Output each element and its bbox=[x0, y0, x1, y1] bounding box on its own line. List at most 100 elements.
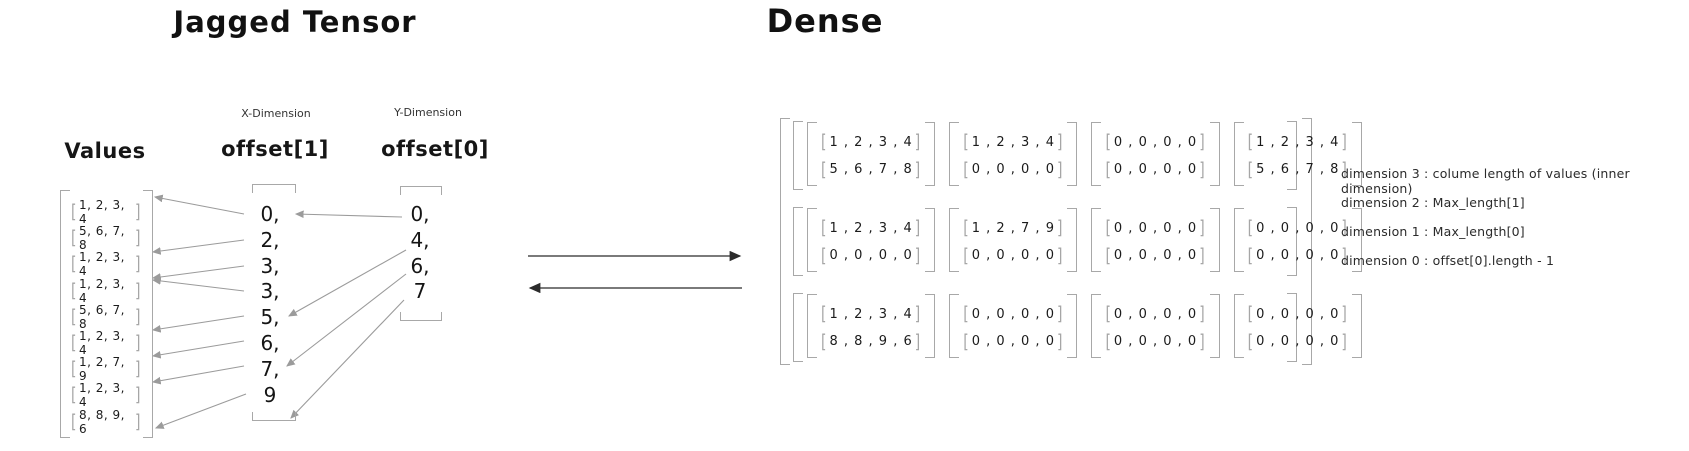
open-bracket: [ bbox=[1105, 303, 1112, 326]
open-bracket: [ bbox=[1247, 330, 1255, 353]
matrix-left-bracket bbox=[1233, 208, 1244, 272]
matrix-row-text: 0 , 0 , 0 , 0 bbox=[829, 248, 913, 264]
conversion-arrows bbox=[528, 250, 742, 294]
matrix-row-text: 0 , 0 , 0 , 0 bbox=[1256, 220, 1340, 236]
matrix-right-bracket bbox=[1209, 122, 1220, 186]
matrix-row: [0 , 0 , 0 , 0] bbox=[1103, 304, 1207, 326]
matrix-row-text: 5 , 6 , 7 , 8 bbox=[1256, 162, 1340, 178]
matrix-right-bracket bbox=[925, 122, 936, 186]
matrix-row-text: 0 , 0 , 0 , 0 bbox=[971, 248, 1055, 264]
offset0-column-header: offset[0] bbox=[381, 137, 489, 161]
dense-title: Dense bbox=[766, 2, 884, 40]
close-bracket: ] bbox=[135, 410, 141, 433]
values-row: [1, 2, 3, 4] bbox=[69, 381, 143, 409]
matrix-row-text: 1 , 2 , 3 , 4 bbox=[971, 134, 1055, 150]
dense-matrix: [1 , 2 , 3 , 4] [5 , 6 , 7 , 8] bbox=[1233, 121, 1362, 191]
matrix-right-bracket bbox=[1067, 122, 1078, 186]
offset1-entry: 0, bbox=[260, 202, 280, 226]
matrix-row: [1 , 2 , 7 , 9] bbox=[961, 218, 1065, 240]
group-left-bracket bbox=[793, 293, 803, 362]
dense-tensor: [1 , 2 , 3 , 4] [5 , 6 , 7 , 8] [1 , 2 ,… bbox=[780, 118, 1362, 366]
close-bracket: ] bbox=[135, 227, 141, 250]
close-bracket: ] bbox=[1199, 131, 1206, 154]
close-bracket: ] bbox=[1341, 158, 1348, 181]
matrix-left-bracket bbox=[949, 122, 960, 186]
matrix-row-text: 1 , 2 , 3 , 4 bbox=[829, 306, 913, 322]
values-row: [1, 2, 3, 4] bbox=[69, 198, 143, 227]
values-right-bracket bbox=[143, 190, 153, 438]
matrix-left-bracket bbox=[949, 294, 960, 358]
matrix-row: [1 , 2 , 3 , 4] bbox=[961, 132, 1065, 154]
open-bracket: [ bbox=[963, 131, 970, 154]
dense-groups: [1 , 2 , 3 , 4] [5 , 6 , 7 , 8] [1 , 2 ,… bbox=[793, 121, 1362, 363]
close-bracket: ] bbox=[1341, 244, 1348, 267]
dense-matrix: [0 , 0 , 0 , 0] [0 , 0 , 0 , 0] bbox=[949, 293, 1078, 363]
annotation-dimension-3: dimension 3 : colume length of values (i… bbox=[1341, 166, 1630, 196]
open-bracket: [ bbox=[963, 330, 970, 353]
matrix-row-text: 0 , 0 , 0 , 0 bbox=[1256, 248, 1340, 264]
matrix-right-bracket bbox=[1351, 122, 1362, 186]
open-bracket: [ bbox=[71, 306, 77, 328]
matrix-row: [0 , 0 , 0 , 0] bbox=[961, 304, 1065, 326]
dense-group-2: [1 , 2 , 3 , 4] [8 , 8 , 9 , 6] [0 , 0 ,… bbox=[793, 293, 1362, 363]
values-row: [1, 2, 7, 9] bbox=[69, 355, 143, 383]
offset1-entry: 7, bbox=[260, 356, 280, 381]
matrix-row: [1 , 2 , 3 , 4] bbox=[819, 218, 923, 240]
values-row: [8, 8, 9, 6] bbox=[69, 408, 143, 436]
group-right-bracket bbox=[1287, 207, 1297, 276]
values-row: [1, 2, 3, 4] bbox=[69, 277, 143, 305]
close-bracket: ] bbox=[1199, 303, 1206, 326]
close-bracket: ] bbox=[1056, 244, 1064, 267]
annotation-dimension-0: dimension 0 : offset[0].length - 1 bbox=[1341, 253, 1555, 268]
open-bracket: [ bbox=[1105, 330, 1112, 353]
close-bracket: ] bbox=[914, 330, 922, 353]
matrix-left-bracket bbox=[807, 208, 817, 272]
dense-matrix: [0 , 0 , 0 , 0] [0 , 0 , 0 , 0] bbox=[1233, 207, 1362, 277]
close-bracket: ] bbox=[1199, 158, 1206, 181]
open-bracket: [ bbox=[821, 303, 828, 326]
offset1-bottom-bracket bbox=[252, 412, 296, 421]
values-row-text: 5, 6, 7, 8 bbox=[78, 302, 125, 331]
matrix-row: [1 , 2 , 3 , 4] bbox=[819, 132, 923, 154]
dense-outer-right-bracket bbox=[1302, 118, 1312, 365]
open-bracket: [ bbox=[1247, 303, 1255, 326]
matrix-row: [0 , 0 , 0 , 0] bbox=[1103, 158, 1207, 181]
open-bracket: [ bbox=[1105, 158, 1112, 181]
open-bracket: [ bbox=[71, 332, 77, 354]
close-bracket: ] bbox=[135, 306, 141, 328]
open-bracket: [ bbox=[821, 244, 828, 267]
open-bracket: [ bbox=[821, 131, 828, 154]
matrix-row: [0 , 0 , 0 , 0] bbox=[1103, 245, 1207, 267]
values-row: [1, 2, 3, 4] bbox=[69, 329, 143, 357]
dense-matrix: [1 , 2 , 7 , 9] [0 , 0 , 0 , 0] bbox=[949, 207, 1078, 277]
offset1-column-header: offset[1] bbox=[221, 137, 329, 161]
open-bracket: [ bbox=[1105, 131, 1112, 154]
open-bracket: [ bbox=[821, 217, 828, 240]
offset0-entry: 0, bbox=[410, 202, 430, 226]
matrix-row: [0 , 0 , 0 , 0] bbox=[1103, 132, 1207, 154]
matrix-right-bracket bbox=[1209, 294, 1220, 358]
matrix-row-text: 1 , 2 , 3 , 4 bbox=[829, 220, 913, 236]
matrix-right-bracket bbox=[1067, 208, 1078, 272]
offset0-top-bracket bbox=[400, 186, 442, 195]
open-bracket: [ bbox=[1247, 131, 1255, 154]
close-bracket: ] bbox=[1341, 303, 1348, 326]
offset0-entry: 4, bbox=[410, 227, 430, 252]
close-bracket: ] bbox=[1199, 330, 1206, 353]
matrix-row-text: 0 , 0 , 0 , 0 bbox=[971, 306, 1055, 322]
matrix-right-bracket bbox=[1351, 208, 1362, 272]
open-bracket: [ bbox=[963, 217, 970, 240]
group-left-bracket bbox=[793, 121, 803, 190]
matrix-right-bracket bbox=[1209, 208, 1220, 272]
group-right-bracket bbox=[1287, 121, 1297, 190]
matrix-row-text: 8 , 8 , 9 , 6 bbox=[829, 334, 913, 350]
close-bracket: ] bbox=[135, 253, 141, 276]
offset1-entry: 6, bbox=[260, 330, 280, 355]
values-row: [5, 6, 7, 8] bbox=[69, 302, 143, 331]
matrix-row: [0 , 0 , 0 , 0] bbox=[819, 244, 923, 267]
values-row: [5, 6, 7, 8] bbox=[69, 224, 143, 252]
matrix-left-bracket bbox=[1091, 208, 1102, 272]
dense-matrix: [1 , 2 , 3 , 4] [0 , 0 , 0 , 0] bbox=[949, 121, 1078, 191]
values-row-text: 1, 2, 3, 4 bbox=[78, 198, 125, 227]
